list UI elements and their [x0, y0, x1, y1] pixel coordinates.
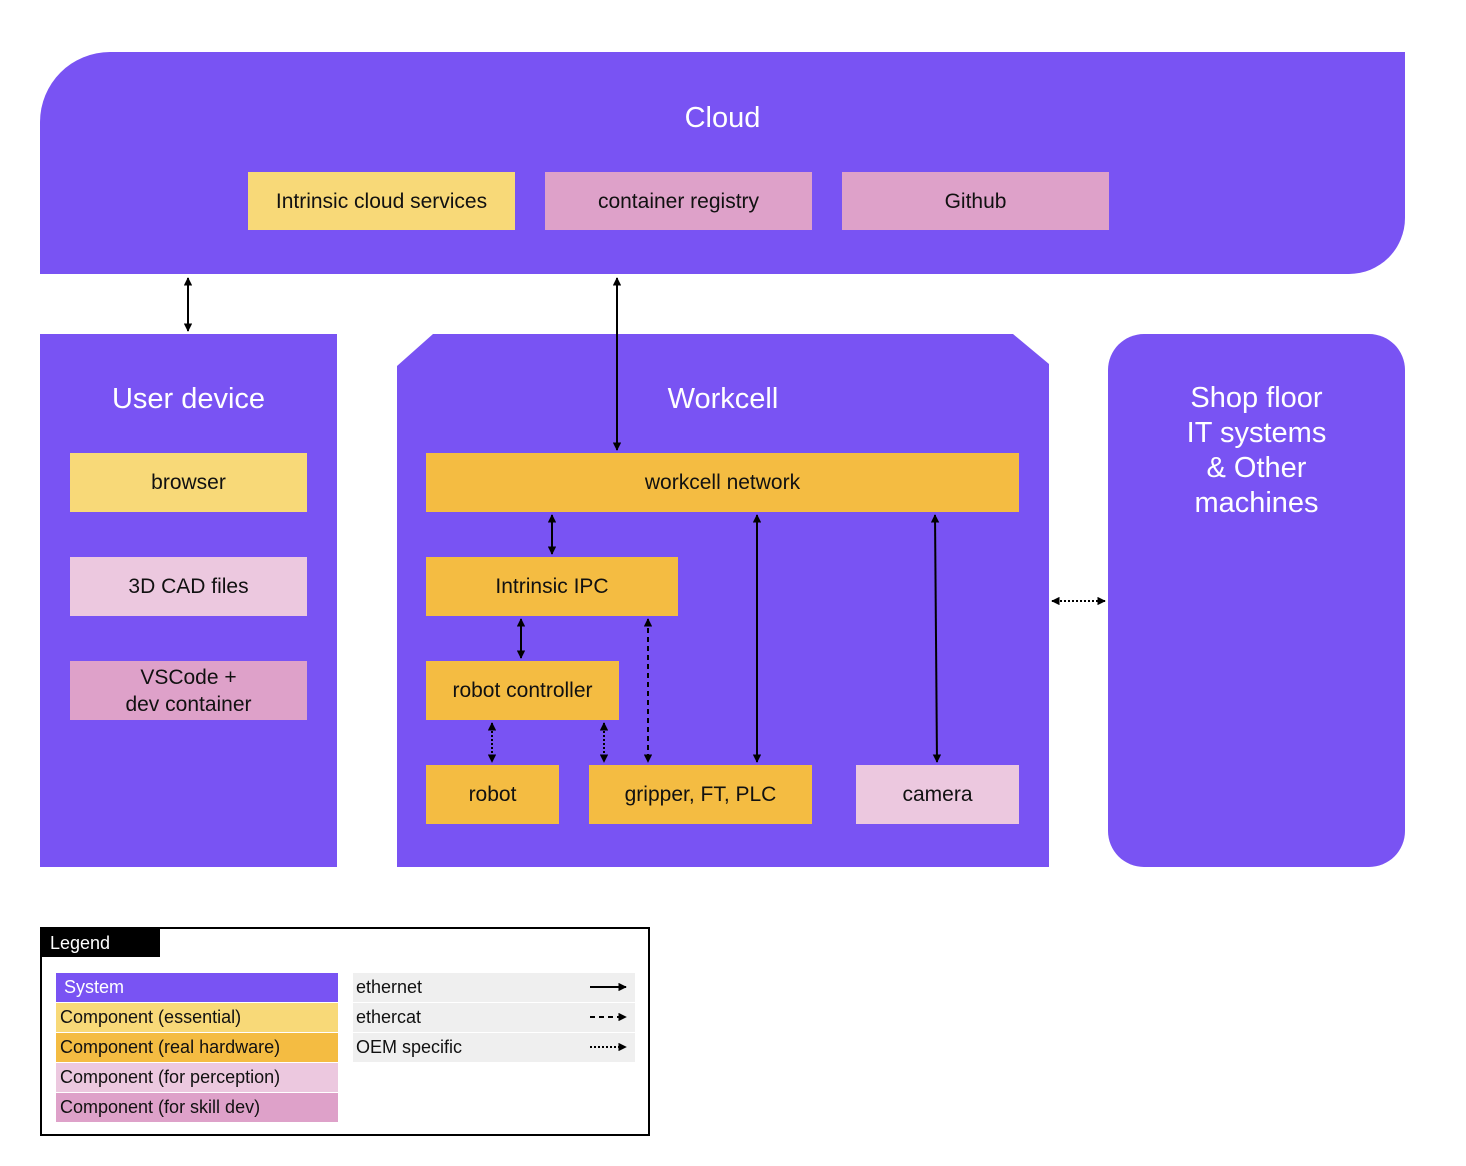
link-network-camera: [930, 514, 942, 763]
legend-title: Legend: [42, 929, 160, 957]
container-registry-label: container registry: [597, 189, 760, 213]
legend-oem-row: OEM specific: [353, 1033, 635, 1062]
workcell-network-label: workcell network: [644, 471, 801, 494]
robot-controller-box[interactable]: robot controller: [426, 661, 619, 720]
legend-hardware-swatch: Component (real hardware): [56, 1033, 338, 1062]
shop-floor-title: Shop floor IT systems & Other machines: [1108, 381, 1405, 521]
browser-label: browser: [151, 471, 226, 494]
legend-system-swatch: System: [56, 973, 338, 1002]
shop-floor-system: Shop floor IT systems & Other machines: [1108, 334, 1405, 867]
github-box[interactable]: Github: [842, 172, 1109, 230]
shop-floor-title-line-1: Shop floor: [1190, 382, 1323, 414]
robot-controller-label: robot controller: [452, 679, 593, 702]
legend-ethernet-label: ethernet: [356, 977, 423, 997]
cloud-title: Cloud: [684, 102, 761, 134]
shop-floor-title-line-2: IT systems: [1186, 417, 1327, 449]
legend-ethercat-label: ethercat: [356, 1007, 422, 1027]
workcell-network-box[interactable]: workcell network: [426, 453, 1019, 512]
vscode-box[interactable]: VSCode + dev container: [70, 661, 307, 720]
legend-essential-swatch: Component (essential): [56, 1003, 338, 1032]
intrinsic-cloud-services-label: Intrinsic cloud services: [275, 189, 488, 213]
cad-files-label: 3D CAD files: [128, 575, 249, 598]
legend-ethernet-row: ethernet: [353, 973, 635, 1002]
legend-perception-swatch: Component (for perception): [56, 1063, 338, 1092]
intrinsic-ipc-label: Intrinsic IPC: [495, 575, 609, 598]
browser-box[interactable]: browser: [70, 453, 307, 512]
container-registry-box[interactable]: container registry: [545, 172, 812, 230]
legend-skill-dev-swatch: Component (for skill dev): [56, 1093, 338, 1122]
camera-box[interactable]: camera: [856, 765, 1019, 824]
cloud-system: Cloud: [40, 52, 1405, 274]
github-label: Github: [944, 189, 1007, 213]
intrinsic-cloud-services-box[interactable]: Intrinsic cloud services: [248, 172, 515, 230]
gripper-label: gripper, FT, PLC: [624, 783, 777, 806]
vscode-label-line-2: dev container: [125, 692, 252, 716]
legend-ethercat-row: ethercat: [353, 1003, 635, 1032]
shop-floor-title-line-4: machines: [1194, 487, 1319, 519]
intrinsic-ipc-box[interactable]: Intrinsic IPC: [426, 557, 678, 616]
shop-floor-title-line-3: & Other: [1206, 452, 1307, 484]
legend-line-samples: [590, 982, 627, 1052]
cad-files-box[interactable]: 3D CAD files: [70, 557, 307, 616]
vscode-label-line-1: VSCode +: [140, 665, 237, 689]
gripper-box[interactable]: gripper, FT, PLC: [589, 765, 812, 824]
camera-label: camera: [902, 783, 973, 806]
workcell-title: Workcell: [667, 383, 779, 415]
legend-oem-label: OEM specific: [356, 1037, 463, 1057]
user-device-title: User device: [111, 383, 266, 415]
legend: Legend System Component (essential) Comp…: [40, 927, 650, 1136]
robot-label: robot: [468, 783, 517, 806]
robot-box[interactable]: robot: [426, 765, 559, 824]
